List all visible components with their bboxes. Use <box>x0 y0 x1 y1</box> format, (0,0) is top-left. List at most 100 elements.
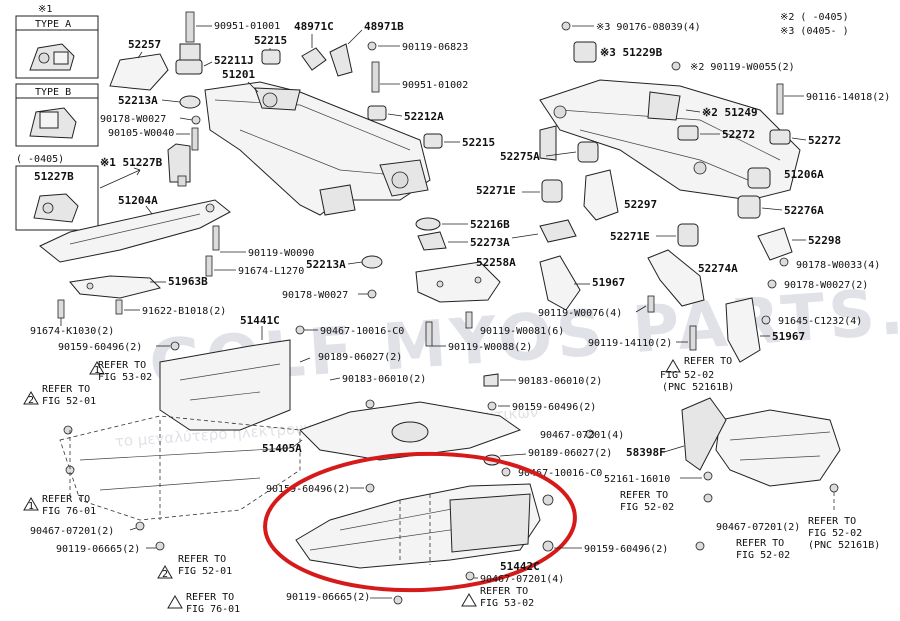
label-51442c: 51442C <box>500 560 540 573</box>
label-90183-06010-right: 90183-06010(2) <box>518 376 602 387</box>
svg-text:FIG 53-02: FIG 53-02 <box>480 598 534 609</box>
cover-51441c <box>159 339 291 431</box>
label-90119-14110: 90119-14110(2) <box>588 338 672 349</box>
label-90467-07201-mid: 90467-07201(4) <box>540 430 624 441</box>
label-52297: 52297 <box>624 198 657 211</box>
label-52161-16010: 52161-16010 <box>604 474 670 485</box>
label-90467-07201-left: 90467-07201(2) <box>30 526 114 537</box>
label-91674-k1030: 91674-K1030(2) <box>30 326 114 337</box>
bracket-51963b <box>69 275 161 299</box>
label-52212a: 52212A <box>404 110 444 123</box>
member-51206a <box>539 79 801 201</box>
label-52213a-top: 52213A <box>118 94 158 107</box>
label-90178-w0027-right: 90178-W0027(2) <box>784 280 868 291</box>
label-51206a: 51206A <box>784 168 824 181</box>
support-52258a <box>415 261 501 303</box>
label-90178-w0027-mid: 90178-W0027 <box>282 290 348 301</box>
label-90105-w0040: 90105-W0040 <box>108 128 174 139</box>
label-90176-08039: ※3 90176-08039(4) <box>596 22 701 33</box>
svg-text:FIG 52-01: FIG 52-01 <box>178 566 232 577</box>
highlight-circle <box>263 451 577 593</box>
label-90119-w0076: 90119-W0076(4) <box>538 308 622 319</box>
svg-text:(PNC 52161B): (PNC 52161B) <box>808 540 880 551</box>
svg-text:REFER TO: REFER TO <box>684 356 732 367</box>
label-51204a: 51204A <box>118 194 158 207</box>
label-90178-w0027-top: 90178-W0027 <box>100 114 166 125</box>
svg-text:FIG 52-02: FIG 52-02 <box>736 550 790 561</box>
label-90951-01001: 90951-01001 <box>214 21 280 32</box>
refer-53-02-left: 1 REFER TO FIG 53-02 <box>89 360 152 383</box>
label-51249: ※2 51249 <box>702 106 758 119</box>
brace-51204a <box>39 199 231 263</box>
label-52276a: 52276A <box>784 204 824 217</box>
svg-text:REFER TO: REFER TO <box>42 384 90 395</box>
svg-text:REFER TO: REFER TO <box>736 538 784 549</box>
label-90119-w0081: 90119-W0081(6) <box>480 326 564 337</box>
svg-text:TYPE A: TYPE A <box>35 19 71 30</box>
label-90189-06027-top: 90189-06027(2) <box>318 352 402 363</box>
label-91622-b1018: 91622-B1018(2) <box>142 306 226 317</box>
label-90951-01002: 90951-01002 <box>402 80 468 91</box>
svg-text:FIG 52-02: FIG 52-02 <box>620 502 674 513</box>
bracket-51967-b <box>725 297 761 363</box>
refer-52-01-left: 2 REFER TO FIG 52-01 <box>23 384 96 407</box>
label-58398f: 58398F <box>626 446 666 459</box>
label-52273a: 52273A <box>470 236 510 249</box>
label-90467-07201-right: 90467-07201(2) <box>716 522 800 533</box>
inset-type-b: TYPE B <box>15 83 99 147</box>
label-52258a: 52258A <box>476 256 516 269</box>
label-51229b: ※3 51229B <box>600 46 663 59</box>
bush-52211j <box>175 59 203 75</box>
svg-text:(PNC 52161B): (PNC 52161B) <box>662 382 734 393</box>
label-51441c: 51441C <box>240 314 280 327</box>
label-90119-06665-left: 90119-06665(2) <box>56 544 140 555</box>
label-90159-60496-right: 90159-60496(2) <box>584 544 668 555</box>
svg-text:51227B: 51227B <box>34 170 74 183</box>
label-52257: 52257 <box>128 38 161 51</box>
label-52216b: 52216B <box>470 218 510 231</box>
label-52215-mid: 52215 <box>462 136 495 149</box>
inset-range: ( -0405) <box>16 154 64 165</box>
undercover-51442c <box>295 483 554 569</box>
label-90467-10016-c0-mid: 90467-10016-C0 <box>518 468 602 479</box>
label-90119-w0088: 90119-W0088(2) <box>448 342 532 353</box>
label-90119-w0090: 90119-W0090 <box>248 248 314 259</box>
svg-text:FIG 53-02: FIG 53-02 <box>98 372 152 383</box>
label-90159-60496-mid: 90159-60496(2) <box>512 402 596 413</box>
label-51967-a: 51967 <box>592 276 625 289</box>
svg-text:REFER TO: REFER TO <box>98 360 146 371</box>
label-52272-b: 52272 <box>808 134 841 147</box>
label-90178-w0033: 90178-W0033(4) <box>796 260 880 271</box>
bracket-51967-a <box>539 255 581 311</box>
label-91645-c1232: 91645-C1232(4) <box>778 316 862 327</box>
svg-text:2: 2 <box>162 569 168 580</box>
label-52211j: 52211J <box>214 54 254 67</box>
svg-text:REFER TO: REFER TO <box>42 494 90 505</box>
label-90159-60496-lower: 90159-60496(2) <box>266 484 350 495</box>
label-90189-06027-mid: 90189-06027(2) <box>528 448 612 459</box>
svg-text:FIG 52-01: FIG 52-01 <box>42 396 96 407</box>
label-52271e-b: 52271E <box>610 230 650 243</box>
bracket-52274a <box>647 249 705 307</box>
refer-52-02-low: REFER TO FIG 52-02 <box>736 538 790 561</box>
label-90119-06665-lower: 90119-06665(2) <box>286 592 370 603</box>
svg-text:REFER TO: REFER TO <box>186 592 234 603</box>
undercover-left <box>59 415 301 521</box>
label-51227b-inset: ※1 51227B <box>100 156 163 169</box>
label-91674-l1270: 91674-L1270 <box>238 266 304 277</box>
label-48971c: 48971C <box>294 20 334 33</box>
panel-51405a <box>299 399 522 461</box>
inset-type-a: TYPE A <box>15 15 99 79</box>
label-90119-w0055: ※2 90119-W0055(2) <box>690 62 795 73</box>
refer-52-01-lower: 2 REFER TO FIG 52-01 <box>157 554 232 580</box>
crossmember-51201 <box>204 81 431 216</box>
label-90119-06823: 90119-06823 <box>402 42 468 53</box>
refer-76-01-left: 1 REFER TO FIG 76-01 <box>23 494 96 517</box>
svg-text:1: 1 <box>28 501 34 512</box>
refer-52-02-mid: REFER TO FIG 52-02 <box>620 490 674 513</box>
refer-53-02-lower: REFER TO FIG 53-02 <box>461 586 534 609</box>
refer-52-02-pnc-right: REFER TO FIG 52-02 (PNC 52161B) <box>808 516 880 551</box>
note-1: ※1 <box>38 4 52 15</box>
label-52271e-a: 52271E <box>476 184 516 197</box>
